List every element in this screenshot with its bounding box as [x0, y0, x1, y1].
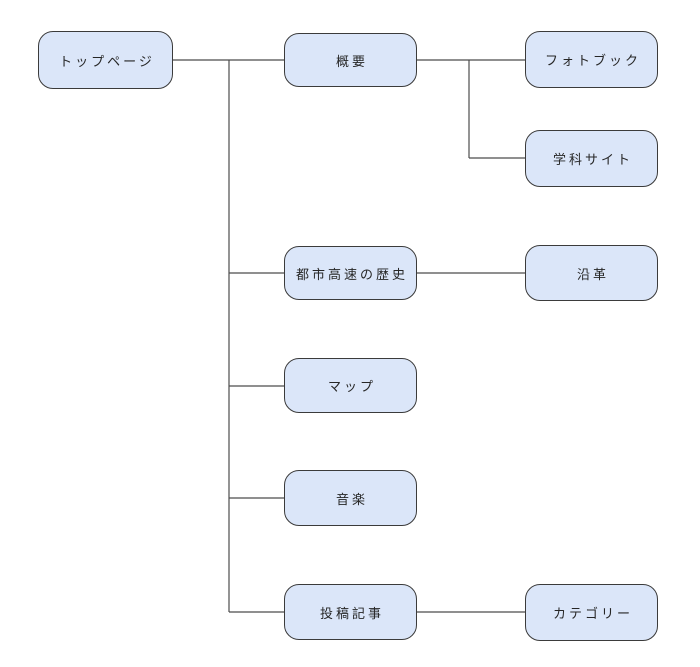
node-overview-label: 概要 — [335, 53, 368, 69]
node-top-page-label: トップページ — [59, 53, 155, 69]
node-photobook-label: フォトブック — [544, 53, 641, 68]
node-photobook: フォトブック — [525, 31, 658, 88]
node-map: マップ — [284, 358, 417, 413]
node-urban-expressway-history-label: 都市高速の歴史 — [295, 266, 408, 282]
node-music: 音楽 — [284, 470, 417, 526]
node-map-label: マップ — [327, 379, 376, 394]
node-history-label: 沿革 — [576, 266, 609, 282]
node-urban-expressway-history: 都市高速の歴史 — [284, 246, 417, 300]
node-overview: 概要 — [284, 33, 417, 87]
node-history: 沿革 — [525, 245, 658, 301]
node-category-label: カテゴリー — [552, 606, 633, 621]
node-category: カテゴリー — [525, 584, 658, 641]
node-posts-label: 投稿記事 — [319, 605, 384, 621]
node-posts: 投稿記事 — [284, 584, 417, 640]
node-music-label: 音楽 — [335, 491, 368, 507]
node-department-site: 学科サイト — [525, 130, 658, 187]
node-top-page: トップページ — [38, 31, 173, 89]
node-department-site-label: 学科サイト — [552, 152, 633, 167]
